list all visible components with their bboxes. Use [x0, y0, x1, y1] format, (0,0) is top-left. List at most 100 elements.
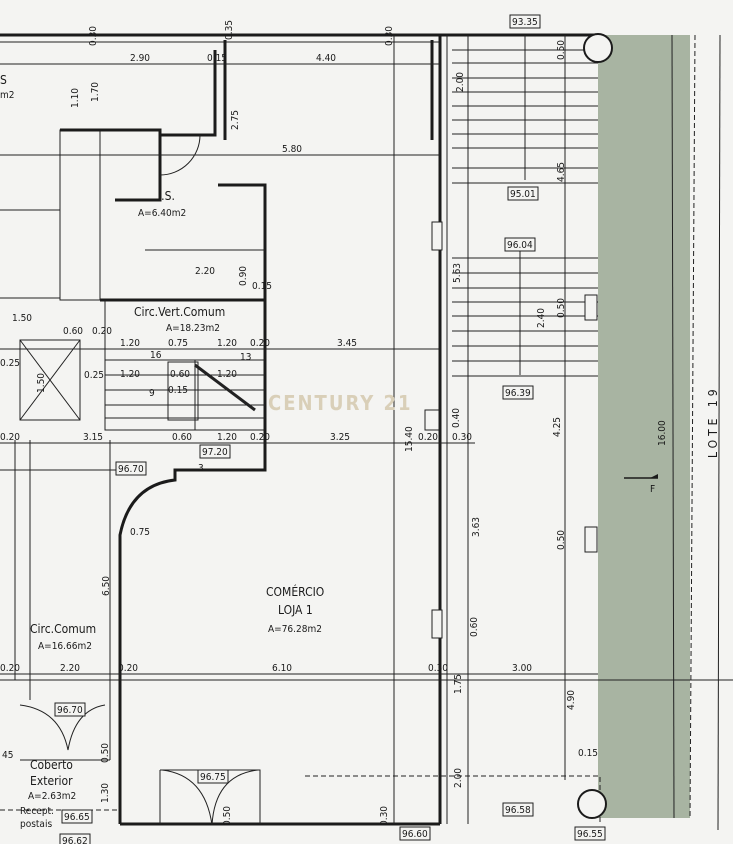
walls [0, 33, 733, 826]
room-name-circ-comum: Circ.Comum [30, 622, 96, 636]
dim: 0.15 [207, 53, 227, 64]
strip-dashed-line [689, 34, 696, 819]
dim: 3.00 [512, 663, 532, 674]
room-name-coberto-1: Coberto [30, 758, 73, 772]
dim: 1.50 [12, 313, 32, 324]
dim: 4.25 [552, 417, 563, 437]
dim: 1.20 [120, 369, 140, 380]
dim: 0.50 [556, 298, 567, 318]
room-area-circ-vert: A=18.23m2 [166, 323, 220, 334]
dim: 0.40 [451, 408, 462, 428]
dim: 1.20 [217, 369, 237, 380]
level-marker: 96.58 [505, 805, 531, 816]
recept-label-1: Recept. [20, 806, 54, 817]
dim: 3.25 [330, 432, 350, 443]
dim: 0.20 [118, 663, 138, 674]
dim: 5.63 [452, 263, 463, 283]
room-area-circ-comum: A=16.66m2 [38, 641, 92, 652]
room-name-coberto-2: Exterior [30, 774, 73, 788]
exterior-stairs [452, 35, 598, 824]
level-marker: 96.62 [62, 836, 88, 844]
north-label: F [650, 484, 655, 495]
dim: 0.30 [428, 663, 448, 674]
dim: 0.75 [168, 338, 188, 349]
exterior-strip [598, 35, 690, 818]
dim: 15.40 [404, 426, 415, 452]
dim: 0.75 [130, 527, 150, 538]
room-name-is: I.S. [158, 189, 175, 203]
dim: 1.10 [70, 88, 81, 108]
dimension-lines [0, 35, 598, 824]
dim: 45 [2, 750, 13, 761]
level-marker: 96.70 [57, 705, 83, 716]
dim: 0.20 [250, 338, 270, 349]
room-name-comercio: COMÉRCIO [266, 584, 324, 599]
dim: 0.25 [0, 358, 20, 369]
stair-step-number: 3 [198, 463, 204, 474]
dim: 2.20 [60, 663, 80, 674]
dim: 0.60 [469, 617, 480, 637]
dim: 2.75 [230, 110, 241, 130]
lot-boundary-line [717, 34, 721, 831]
dim: 1.75 [453, 674, 464, 694]
room-name-circ-vert: Circ.Vert.Comum [134, 305, 225, 319]
level-marker: 96.04 [507, 240, 533, 251]
room-area-comercio: A=76.28m2 [268, 624, 322, 635]
level-marker: 96.39 [505, 388, 531, 399]
dim: 0.30 [452, 432, 472, 443]
dim: 0.50 [556, 40, 567, 60]
level-marker: 96.65 [64, 812, 90, 823]
dim: 1.70 [90, 82, 101, 102]
dim: 5.80 [282, 144, 302, 155]
dim: 16.00 [657, 420, 668, 446]
dim: 0.25 [84, 370, 104, 381]
room-unit-comercio: LOJA 1 [278, 603, 313, 617]
level-marker: 96.70 [118, 464, 144, 475]
dim: 4.40 [316, 53, 336, 64]
room-area-coberto: A=2.63m2 [28, 791, 76, 802]
dim: 0.90 [238, 266, 249, 286]
partial-room-area: m2 [0, 90, 15, 101]
dim: 0.15 [252, 281, 272, 292]
dim: 2.90 [130, 53, 150, 64]
level-marker: 96.75 [200, 772, 226, 783]
column-marker [583, 33, 613, 63]
dim: 2.40 [536, 308, 547, 328]
dim: 0.30 [384, 26, 395, 46]
dim: 0.15 [168, 385, 188, 396]
strip-edge-line [671, 34, 675, 819]
dim: 3.63 [471, 517, 482, 537]
partial-room-name: S [0, 73, 7, 87]
dim: 1.20 [217, 432, 237, 443]
stair-step-number: 9 [149, 388, 155, 399]
dim: 0.20 [0, 432, 20, 443]
dim: 6.50 [101, 576, 112, 596]
dim: 0.50 [222, 806, 233, 826]
dim: 0.50 [100, 743, 111, 763]
level-marker: 95.01 [510, 189, 536, 200]
dim: 0.15 [578, 748, 598, 759]
dim: 0.20 [0, 663, 20, 674]
dim: 1.20 [217, 338, 237, 349]
dim: 3.15 [83, 432, 103, 443]
dim: 1.30 [100, 783, 111, 803]
level-marker: 93.35 [512, 17, 538, 28]
dim: 4.65 [556, 162, 567, 182]
dim: 2.00 [455, 72, 466, 92]
stair-step-number: 13 [240, 352, 251, 363]
dim: 1.20 [120, 338, 140, 349]
dim: 0.30 [379, 806, 390, 826]
dim: 0.35 [224, 20, 235, 40]
dim: 4.90 [566, 690, 577, 710]
recept-label-2: postais [20, 819, 52, 830]
dim: 0.30 [88, 26, 99, 46]
dim: 0.60 [172, 432, 192, 443]
dim: 0.60 [170, 369, 190, 380]
level-marker: 96.60 [402, 829, 428, 840]
level-markers: 93.35 95.01 96.04 96.39 97.20 96.70 96.7… [54, 14, 606, 844]
room-area-is: A=6.40m2 [138, 208, 186, 219]
dim: 0.20 [92, 326, 112, 337]
dim: 1.50 [36, 373, 47, 393]
watermark: CENTURY 21 [268, 391, 413, 415]
dimension-labels-vertical: 0.30 0.35 0.30 1.10 1.70 2.75 0.90 15.40… [36, 20, 720, 826]
